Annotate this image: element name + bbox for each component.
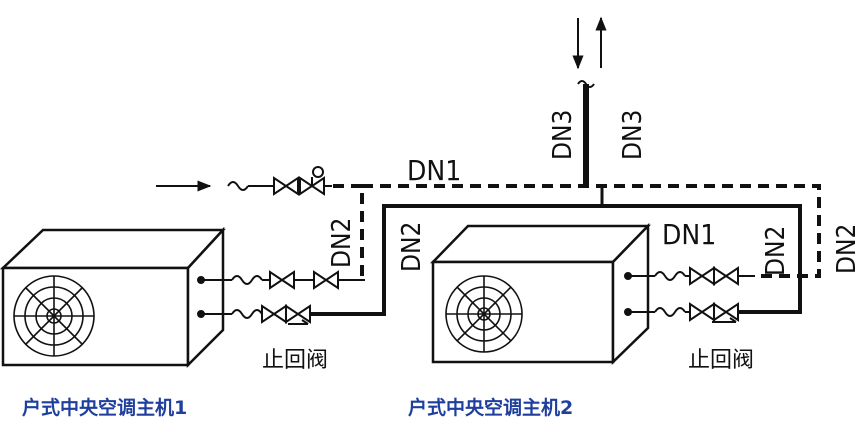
check-valve-icon xyxy=(712,302,739,323)
solid-pipe-network xyxy=(310,204,802,316)
unit-2-caption: 户式中央空调主机2 xyxy=(408,397,574,419)
pipe-label-dn2: DN2 xyxy=(761,226,791,276)
fan-grille-icon xyxy=(13,275,95,357)
gate-valve-icon xyxy=(262,270,314,290)
pipe-label-dn2: DN2 xyxy=(832,224,862,274)
check-valve-icon xyxy=(285,304,311,325)
gate-valve-icon xyxy=(261,304,287,324)
check-valve-icon xyxy=(713,266,755,286)
pipe-label-dn3: DN3 xyxy=(618,110,648,160)
flow-arrows xyxy=(156,16,607,192)
pipe-label-dn2: DN2 xyxy=(327,218,357,268)
gate-valve-icon xyxy=(248,176,299,196)
fan-grille-icon xyxy=(445,275,523,353)
pipe-label-dn3: DN3 xyxy=(548,110,578,160)
pipe-label-dn1: DN1 xyxy=(407,154,461,187)
check-valve-label: 止回阀 xyxy=(688,348,754,373)
check-valve-label: 止回阀 xyxy=(262,348,328,373)
gate-valve-icon xyxy=(685,302,715,322)
unit-2-pipe-stubs xyxy=(624,272,655,316)
solenoid-valve-icon xyxy=(299,166,332,196)
pipe-label-dn2: DN2 xyxy=(397,222,427,272)
gate-valve-icon xyxy=(685,266,715,286)
unit-1-pipe-stubs xyxy=(197,276,232,318)
pipe-label-dn1: DN1 xyxy=(662,218,716,251)
dashed-pipe-network xyxy=(333,184,821,280)
unit-1-caption: 户式中央空调主机1 xyxy=(22,397,188,419)
check-valve-icon xyxy=(313,270,365,290)
dn3-riser xyxy=(583,84,604,206)
